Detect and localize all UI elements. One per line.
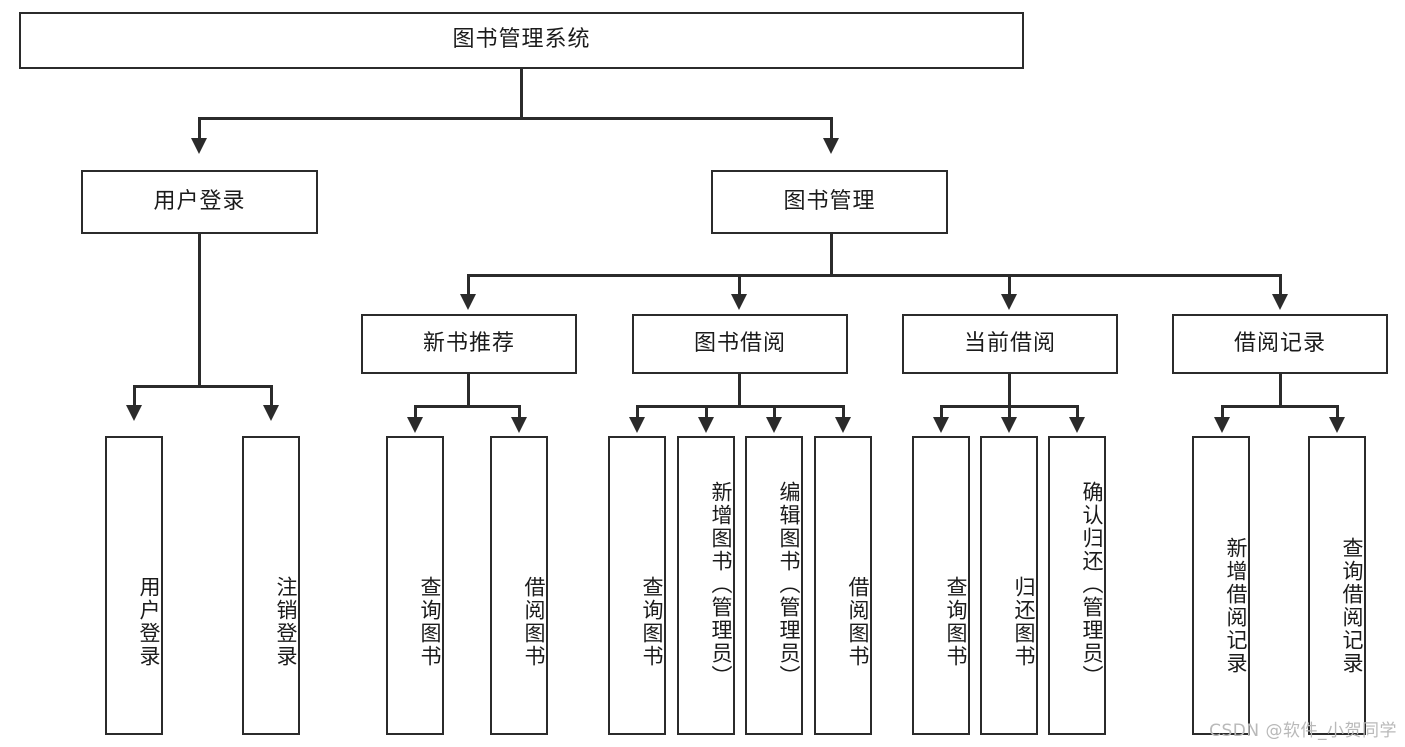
connector-root-stem <box>520 69 523 118</box>
leaf-add-borrow-record[interactable]: 新增借阅记录 <box>1192 436 1250 735</box>
leaf-add-book-admin[interactable]: 新增图书（管理员） <box>677 436 735 735</box>
leaf-confirm-return-admin[interactable]: 确认归还（管理员） <box>1048 436 1106 735</box>
node-book-management[interactable]: 图书管理 <box>711 170 948 234</box>
arrow-to-current-borrow <box>1001 294 1017 310</box>
arrow-to-book-management <box>823 138 839 154</box>
node-label: 图书管理 <box>783 188 876 214</box>
leaf-user-login[interactable]: 用户登录 <box>105 436 163 735</box>
node-label: 编辑图书（管理员） <box>777 481 801 688</box>
node-borrow-records[interactable]: 借阅记录 <box>1172 314 1388 374</box>
connector-borrow-records-drop-1 <box>1221 405 1224 419</box>
node-label: 确认归还（管理员） <box>1080 481 1104 688</box>
node-current-borrow[interactable]: 当前借阅 <box>902 314 1118 374</box>
connector-user-login-drop-2 <box>270 385 273 407</box>
arrow-to-leaf-add-book <box>698 417 714 433</box>
arrow-to-leaf-query-book-3 <box>933 417 949 433</box>
connector-level3-drop-3 <box>1008 274 1011 296</box>
arrow-to-user-login <box>191 138 207 154</box>
leaf-query-borrow-record[interactable]: 查询借阅记录 <box>1308 436 1366 735</box>
node-label: 查询图书 <box>640 575 664 668</box>
node-new-book-recommend[interactable]: 新书推荐 <box>361 314 577 374</box>
leaf-return-book[interactable]: 归还图书 <box>980 436 1038 735</box>
node-label: 新增借阅记录 <box>1224 536 1248 675</box>
connector-borrow-records-bus <box>1221 405 1338 408</box>
connector-book-borrow-drop-2 <box>705 405 708 419</box>
connector-new-book-bus <box>414 405 520 408</box>
node-label: 图书管理系统 <box>452 27 591 53</box>
connector-level3-drop-4 <box>1279 274 1282 296</box>
node-label: 借阅图书 <box>846 575 870 668</box>
connector-level3-drop-1 <box>467 274 470 296</box>
arrow-to-leaf-return-book <box>1001 417 1017 433</box>
node-label: 查询图书 <box>418 575 442 668</box>
connector-book-borrow-drop-4 <box>842 405 845 419</box>
connector-level2-drop-right <box>830 117 833 140</box>
connector-level2-bus <box>198 117 832 120</box>
node-label: 注销登录 <box>274 575 298 668</box>
arrow-to-leaf-borrow-book-2 <box>835 417 851 433</box>
connector-borrow-records-stem <box>1279 374 1282 407</box>
connector-book-borrow-stem <box>738 374 741 407</box>
connector-book-management-stem <box>830 234 833 275</box>
leaf-borrow-book[interactable]: 借阅图书 <box>814 436 872 735</box>
connector-new-book-stem <box>467 374 470 407</box>
arrow-to-leaf-logout <box>263 405 279 421</box>
connector-current-borrow-stem <box>1008 374 1011 407</box>
connector-user-login-stem <box>198 234 201 386</box>
node-label: 用户登录 <box>137 575 161 668</box>
connector-current-borrow-drop-1 <box>940 405 943 419</box>
arrow-to-leaf-user-login <box>126 405 142 421</box>
node-user-login[interactable]: 用户登录 <box>81 170 318 234</box>
arrow-to-book-borrow <box>731 294 747 310</box>
node-label: 查询借阅记录 <box>1340 536 1364 675</box>
connector-new-book-drop-2 <box>518 405 521 419</box>
node-label: 归还图书 <box>1012 575 1036 668</box>
node-label: 新书推荐 <box>422 330 515 356</box>
connector-level3-drop-2 <box>738 274 741 296</box>
arrow-to-leaf-query-record <box>1329 417 1345 433</box>
node-label: 当前借阅 <box>963 330 1056 356</box>
arrow-to-leaf-edit-book <box>766 417 782 433</box>
node-label: 查询图书 <box>944 575 968 668</box>
node-root-book-management-system[interactable]: 图书管理系统 <box>19 12 1024 69</box>
arrow-to-leaf-add-record <box>1214 417 1230 433</box>
arrow-to-leaf-query-book-2 <box>629 417 645 433</box>
connector-new-book-drop-1 <box>414 405 417 419</box>
leaf-borrow-book-recommend[interactable]: 借阅图书 <box>490 436 548 735</box>
leaf-logout[interactable]: 注销登录 <box>242 436 300 735</box>
connector-user-login-drop-1 <box>133 385 136 407</box>
connector-book-borrow-drop-3 <box>773 405 776 419</box>
leaf-query-book-recommend[interactable]: 查询图书 <box>386 436 444 735</box>
node-book-borrow[interactable]: 图书借阅 <box>632 314 848 374</box>
connector-book-borrow-drop-1 <box>636 405 639 419</box>
arrow-to-leaf-query-book-1 <box>407 417 423 433</box>
node-label: 新增图书（管理员） <box>709 481 733 688</box>
node-label: 借阅图书 <box>522 575 546 668</box>
node-label: 用户登录 <box>153 188 246 214</box>
arrow-to-leaf-confirm-return <box>1069 417 1085 433</box>
arrow-to-leaf-borrow-book-1 <box>511 417 527 433</box>
leaf-query-book-current[interactable]: 查询图书 <box>912 436 970 735</box>
node-label: 借阅记录 <box>1233 330 1326 356</box>
connector-book-borrow-bus <box>636 405 844 408</box>
leaf-query-book-borrow[interactable]: 查询图书 <box>608 436 666 735</box>
leaf-edit-book-admin[interactable]: 编辑图书（管理员） <box>745 436 803 735</box>
connector-level3-bus <box>467 274 1279 277</box>
connector-level2-drop-left <box>198 117 201 140</box>
arrow-to-borrow-records <box>1272 294 1288 310</box>
node-label: 图书借阅 <box>693 330 786 356</box>
connector-current-borrow-drop-3 <box>1076 405 1079 419</box>
connector-borrow-records-drop-2 <box>1336 405 1339 419</box>
connector-current-borrow-drop-2 <box>1008 405 1011 419</box>
connector-user-login-bus <box>133 385 271 388</box>
arrow-to-new-book-recommend <box>460 294 476 310</box>
